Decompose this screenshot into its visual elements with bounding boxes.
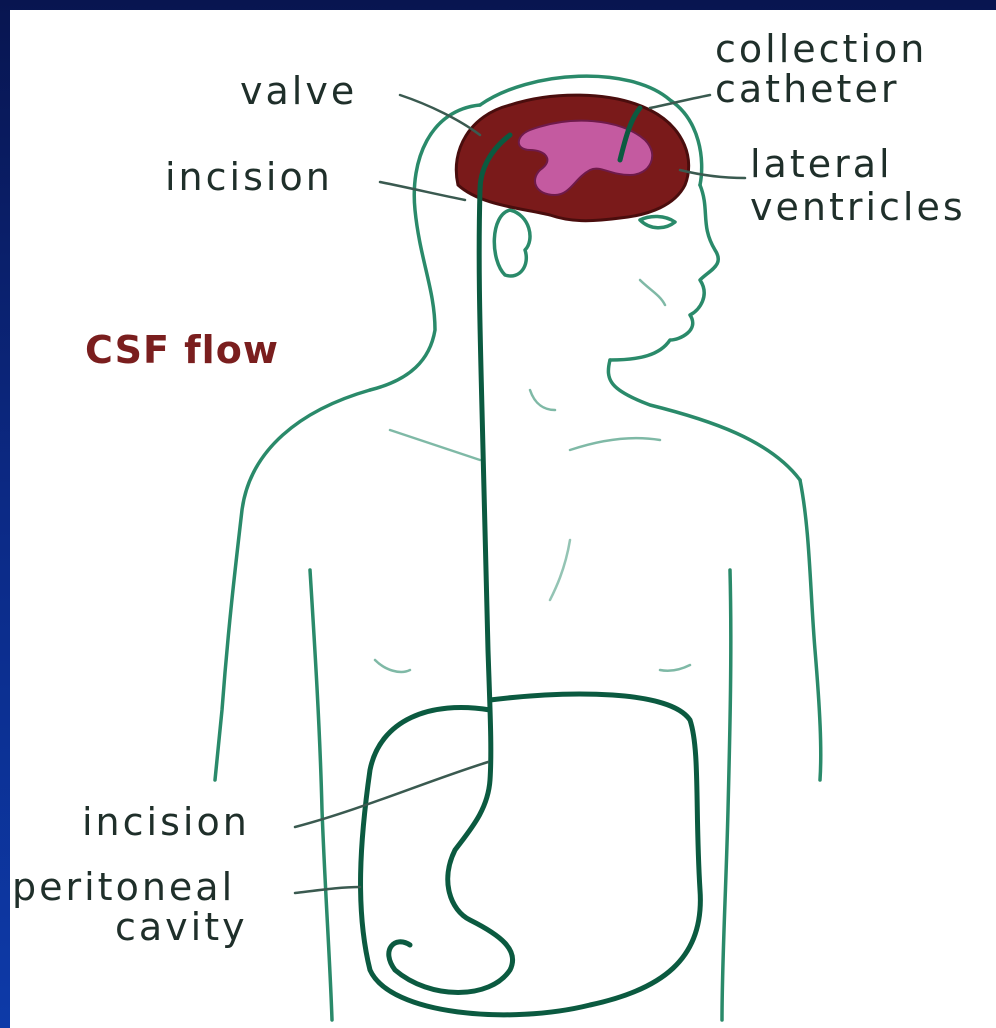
label-lateral-ventricles-line2: ventricles [750,188,966,228]
label-incision-bottom: incision [82,803,250,843]
peritoneal-loop [361,694,701,1015]
neck-mark [530,390,555,410]
neck-front [608,360,800,480]
eye [640,216,675,227]
right-torso [722,570,731,1020]
left-shoulder [215,390,370,780]
leader-lateral-ventricles [680,170,745,178]
label-lateral-ventricles-line1: lateral [750,145,893,185]
right-shoulder [800,480,821,780]
ear [494,210,530,276]
label-peritoneal-cavity-line2: cavity [115,908,248,948]
collarbone-right [570,438,660,450]
label-csf-flow: CSF flow [85,328,279,372]
leader-valve [400,95,480,135]
chest-mark [550,540,570,600]
label-peritoneal-cavity-line1: peritoneal [12,868,235,908]
label-valve: valve [240,72,357,112]
collarbone-left [390,430,480,460]
main-shunt-tube [389,190,513,993]
cheek-mark [640,280,665,305]
label-incision-top: incision [165,158,333,198]
label-collection-catheter-line1: collection [715,30,927,70]
nipple-left [375,660,410,672]
left-torso [310,570,332,1020]
nipple-right [660,665,690,671]
label-collection-catheter-line2: catheter [715,70,899,110]
diagram-canvas: valve incision collection catheter later… [10,10,996,1028]
body-outline [215,76,821,1020]
leader-incision-top [380,182,465,200]
